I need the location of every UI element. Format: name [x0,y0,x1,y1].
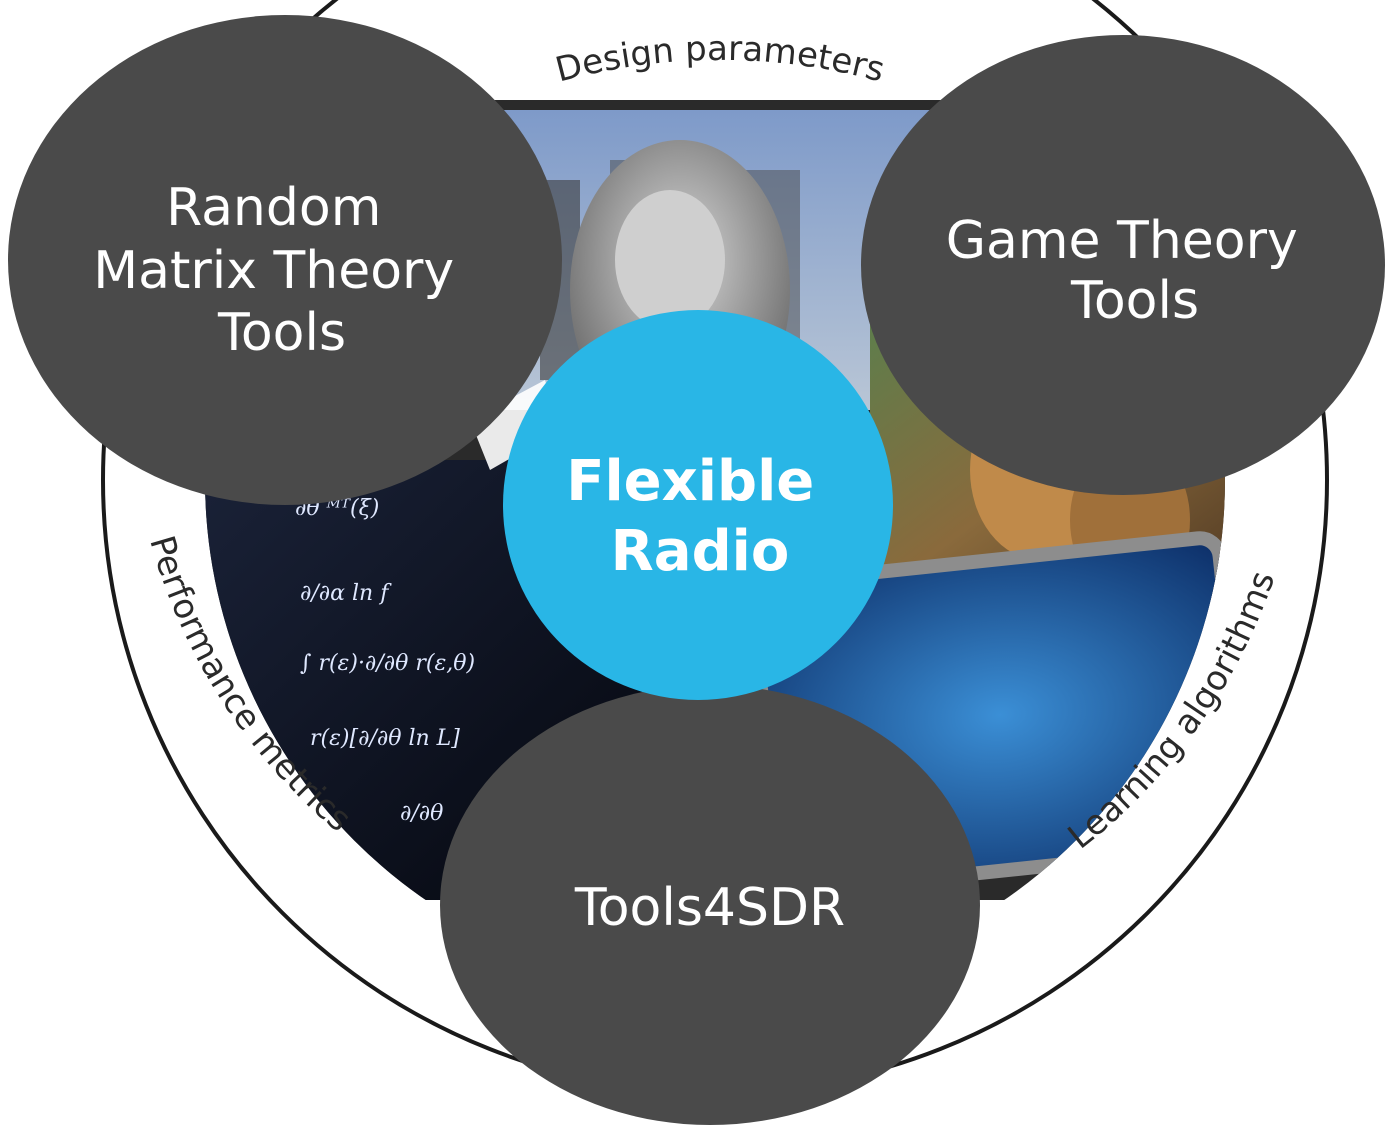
center-flexible-radio: Flexible Radio [503,310,893,700]
svg-text:∫ r(ε)·∂/∂θ r(ε,θ): ∫ r(ε)·∂/∂θ r(ε,θ) [300,651,475,676]
node-label-line: Game Theory [946,211,1298,271]
node-label-line: Random [166,178,381,238]
node-label-line: Matrix Theory [93,241,454,301]
node-tools4sdr: Tools4SDR [440,685,980,1125]
svg-text:∂/∂θ: ∂/∂θ [400,801,443,826]
svg-text:Game Theory Tools: Game Theory Tools [946,211,1315,331]
svg-text:Random Matrix Theory: Random Matrix Theory Tools [93,178,470,363]
node-label-line: Tools [1070,271,1199,331]
svg-text:Tools4SDR: Tools4SDR [574,878,845,938]
node-game-theory: Game Theory Tools [861,35,1385,495]
node-label-line: Tools4SDR [574,878,845,938]
svg-text:∂/∂α ln f: ∂/∂α ln f [300,581,392,606]
node-label-line: Tools [217,303,346,363]
node-random-matrix-theory: Random Matrix Theory Tools [8,15,562,505]
node-circle [8,15,562,505]
node-circle [440,685,980,1125]
svg-text:r(ε)[∂/∂θ ln L]: r(ε)[∂/∂θ ln L] [310,726,460,751]
center-label-line: Radio [611,519,790,584]
svg-text:Flexible Radio: Flexible Radio [566,449,834,584]
node-circle [861,35,1385,495]
center-circle [503,310,893,700]
center-label-line: Flexible [566,449,814,514]
